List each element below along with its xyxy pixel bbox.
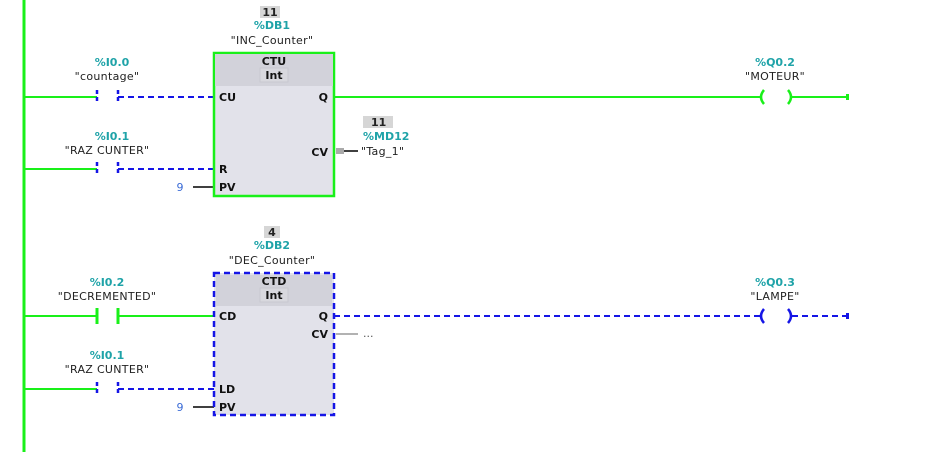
contact-tag: "RAZ CUNTER": [65, 144, 150, 157]
instance-name[interactable]: "INC_Counter": [231, 34, 314, 47]
instance-value: 11: [262, 6, 277, 19]
instance-db[interactable]: %DB2: [254, 239, 290, 252]
coil-address: %Q0.3: [755, 276, 795, 289]
contact-tag: "DECREMENTED": [58, 290, 157, 303]
pv-constant[interactable]: 9: [177, 181, 184, 194]
network-1: %I0.0 "countage" %I0.1 "RAZ CUNTER" 9 11…: [24, 6, 849, 198]
data-type-box[interactable]: [259, 67, 289, 83]
cv-value: 11: [371, 116, 386, 129]
pin-pv: PV: [219, 401, 236, 414]
contact-tag: "countage": [75, 70, 140, 83]
contact-address: %I0.0: [95, 56, 130, 69]
pin-pv: PV: [219, 181, 236, 194]
data-type-box[interactable]: [259, 287, 289, 303]
data-type: Int: [265, 69, 282, 82]
block-type: CTU: [262, 55, 287, 68]
coil-right-bracket: [787, 308, 793, 324]
contact-decremented[interactable]: %I0.2 "DECREMENTED": [24, 276, 214, 324]
cv-tag[interactable]: "Tag_1": [361, 145, 404, 158]
data-type: Int: [265, 289, 282, 302]
ctu-block[interactable]: CTU Int CU Q CV R PV: [212, 51, 336, 198]
block-type: CTD: [262, 275, 287, 288]
pin-cd: CD: [219, 310, 236, 323]
coil-left-bracket: [759, 308, 765, 324]
coil-tag: "LAMPE": [750, 290, 799, 303]
instance-value-box: [260, 6, 280, 18]
coil-moteur[interactable]: %Q0.2 "MOTEUR": [745, 56, 849, 105]
coil-right-bracket: [787, 89, 793, 105]
coil-lampe[interactable]: %Q0.3 "LAMPE": [750, 276, 849, 324]
contact-address: %I0.1: [90, 349, 125, 362]
cv-connector: [336, 148, 344, 154]
wire-end: [846, 94, 849, 100]
coil-address: %Q0.2: [755, 56, 795, 69]
pin-cv: CV: [311, 146, 328, 159]
network-2: %I0.2 "DECREMENTED" %I0.1 "RAZ CUNTER" 9…: [24, 226, 849, 417]
contact-address: %I0.2: [90, 276, 125, 289]
coil-tag: "MOTEUR": [745, 70, 805, 83]
pin-ld: LD: [219, 383, 235, 396]
instance-db[interactable]: %DB1: [254, 19, 290, 32]
pin-cu: CU: [219, 91, 236, 104]
pin-r: R: [219, 163, 228, 176]
cv-address[interactable]: %MD12: [363, 130, 409, 143]
contact-tag: "RAZ CUNTER": [65, 363, 150, 376]
cv-placeholder[interactable]: ...: [363, 327, 374, 340]
contact-raz-cunter[interactable]: %I0.1 "RAZ CUNTER": [24, 130, 214, 176]
contact-countage[interactable]: %I0.0 "countage": [24, 56, 214, 104]
contact-address: %I0.1: [95, 130, 130, 143]
contact-raz-cunter-2[interactable]: %I0.1 "RAZ CUNTER": [24, 349, 214, 396]
coil-left-bracket: [759, 89, 765, 105]
pv-constant[interactable]: 9: [177, 401, 184, 414]
pin-cv: CV: [311, 328, 328, 341]
instance-name[interactable]: "DEC_Counter": [229, 254, 316, 267]
instance-value-box: [264, 226, 280, 238]
wire-end: [846, 313, 849, 319]
pin-q: Q: [319, 310, 328, 323]
cv-value-box: [363, 116, 393, 128]
instance-value: 4: [268, 226, 276, 239]
pin-q: Q: [319, 91, 328, 104]
ctd-block[interactable]: CTD Int CD Q CV LD PV: [212, 271, 336, 417]
